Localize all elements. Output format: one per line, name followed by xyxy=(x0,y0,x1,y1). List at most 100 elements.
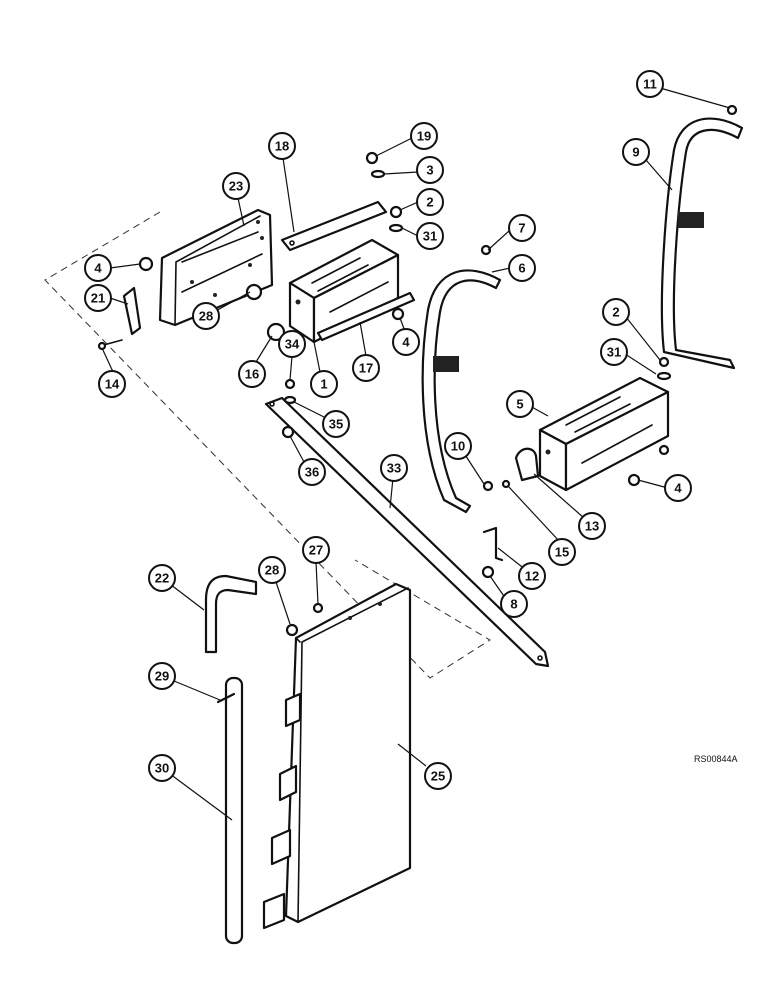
part-1-box-bracket xyxy=(288,238,400,344)
part-4-nut-c xyxy=(658,444,670,456)
assembly-boundary-dashed xyxy=(44,211,491,679)
svg-text:9: 9 xyxy=(632,145,639,160)
svg-text:27: 27 xyxy=(309,543,323,558)
svg-text:31: 31 xyxy=(423,229,437,244)
callout: 15 xyxy=(548,538,576,566)
svg-text:13: 13 xyxy=(585,519,599,534)
part-5-box-bracket xyxy=(538,376,670,492)
svg-text:6: 6 xyxy=(518,261,525,276)
part-6-handrail xyxy=(421,269,502,514)
part-7-bolt xyxy=(480,244,492,256)
callout: 33 xyxy=(380,454,408,482)
svg-text:11: 11 xyxy=(643,77,657,92)
callout: 19 xyxy=(410,122,438,150)
svg-text:15: 15 xyxy=(555,545,569,560)
callout: 28 xyxy=(192,302,220,330)
svg-text:10: 10 xyxy=(451,439,465,454)
callout: 17 xyxy=(352,354,380,382)
callout: 8 xyxy=(500,590,528,618)
callout: 35 xyxy=(322,410,350,438)
callout: 25 xyxy=(424,762,452,790)
svg-text:14: 14 xyxy=(105,377,120,392)
svg-text:4: 4 xyxy=(94,261,102,276)
svg-text:3: 3 xyxy=(426,163,433,178)
part-4-nut xyxy=(138,256,154,272)
callout: 12 xyxy=(518,562,546,590)
callout: 36 xyxy=(298,458,326,486)
part-35-washer xyxy=(283,395,297,405)
callout: 2 xyxy=(416,188,444,216)
svg-text:28: 28 xyxy=(265,563,279,578)
svg-text:36: 36 xyxy=(305,465,319,480)
callout: 28 xyxy=(258,556,286,584)
svg-text:1: 1 xyxy=(320,377,327,392)
part-23-mounting-bracket xyxy=(158,208,274,327)
svg-text:23: 23 xyxy=(229,179,243,194)
part-28-spacer xyxy=(245,283,263,301)
svg-text:5: 5 xyxy=(516,397,523,412)
callout: 4 xyxy=(84,254,112,282)
part-15-bolt xyxy=(501,479,511,489)
diagram-ref-code: RS00844A xyxy=(694,754,738,764)
svg-text:34: 34 xyxy=(285,337,300,352)
svg-text:4: 4 xyxy=(674,481,682,496)
svg-text:30: 30 xyxy=(155,761,169,776)
part-2-bolt xyxy=(389,205,403,219)
callout: 31 xyxy=(416,222,444,250)
part-3-washer xyxy=(370,169,386,179)
callouts: 11 9 19 3 18 2 23 31 7 6 4 21 28 16 34 1… xyxy=(84,70,692,790)
callout: 6 xyxy=(508,254,536,282)
part-12-bracket xyxy=(482,526,504,562)
svg-text:25: 25 xyxy=(431,769,445,784)
svg-text:21: 21 xyxy=(91,291,105,306)
part-31-washer xyxy=(388,223,404,233)
svg-text:4: 4 xyxy=(402,335,410,350)
svg-text:29: 29 xyxy=(155,669,169,684)
callout: 4 xyxy=(664,474,692,502)
callout: 29 xyxy=(148,662,176,690)
part-13-clamp xyxy=(514,447,540,482)
callout: 11 xyxy=(636,70,664,98)
part-34-bolt xyxy=(284,378,296,390)
callout: 16 xyxy=(238,360,266,388)
svg-text:28: 28 xyxy=(199,309,213,324)
part-18-strap xyxy=(280,200,388,252)
svg-text:16: 16 xyxy=(245,367,259,382)
part-9-handrail xyxy=(660,117,744,370)
part-27-nut xyxy=(312,602,324,614)
svg-text:17: 17 xyxy=(359,361,373,376)
callout: 31 xyxy=(600,338,628,366)
callout: 7 xyxy=(508,214,536,242)
part-25-step-panel xyxy=(262,582,412,930)
callout: 13 xyxy=(578,512,606,540)
callout: 21 xyxy=(84,284,112,312)
svg-text:12: 12 xyxy=(525,569,539,584)
part-2-bolt-b xyxy=(658,356,670,368)
svg-text:18: 18 xyxy=(275,139,289,154)
part-31-washer-b xyxy=(656,371,672,381)
callout: 4 xyxy=(392,328,420,356)
part-4-nut-d xyxy=(627,473,641,487)
callout: 3 xyxy=(416,156,444,184)
callout: 14 xyxy=(98,370,126,398)
callout: 2 xyxy=(602,298,630,326)
callout: 30 xyxy=(148,754,176,782)
part-30-post xyxy=(224,676,244,945)
svg-text:8: 8 xyxy=(510,597,517,612)
svg-text:19: 19 xyxy=(417,129,431,144)
callout: 34 xyxy=(278,330,306,358)
part-10-bolt xyxy=(482,480,494,492)
callout: 10 xyxy=(444,432,472,460)
callout: 22 xyxy=(148,564,176,592)
hardware xyxy=(97,104,738,637)
callout: 9 xyxy=(622,138,650,166)
callout: 1 xyxy=(310,370,338,398)
part-8-nut xyxy=(481,565,495,579)
svg-text:2: 2 xyxy=(612,305,619,320)
callout: 23 xyxy=(222,172,250,200)
svg-text:33: 33 xyxy=(387,461,401,476)
svg-text:31: 31 xyxy=(607,345,621,360)
part-4-nut-b xyxy=(391,307,405,321)
part-33-long-brace xyxy=(264,396,550,668)
